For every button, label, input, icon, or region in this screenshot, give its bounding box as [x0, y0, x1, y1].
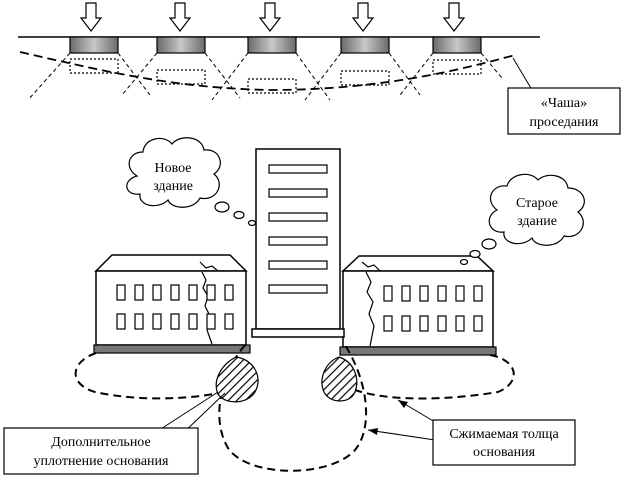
extra-compaction-label-line2: уплотнение основания: [34, 454, 169, 469]
settled-footing-outlines: [69, 58, 482, 94]
new-building-bubble-dot-1: [214, 201, 230, 213]
compressible-layer-arrowhead-1: [398, 400, 408, 408]
new-building-cloud: [126, 137, 221, 208]
old-building-left-roof: [94, 254, 248, 272]
extra-compaction-zone-left: [215, 356, 259, 403]
old-building-left-foundation: [93, 344, 251, 354]
soil-zones: [74, 344, 515, 472]
settled-footing-2: [156, 69, 206, 85]
old-building-bubble: [459, 173, 585, 266]
compressible-layer-arrowhead-2: [368, 428, 378, 435]
new-building-label-line1: Новое: [154, 161, 191, 176]
settled-footing-3: [247, 78, 297, 94]
compressible-layer-label-line1: Сжимаемая толща: [449, 427, 559, 442]
settlement-bowl-label-line1: «Чаша»: [541, 96, 587, 111]
extra-compaction-zones: [215, 356, 358, 403]
new-building-bubble-dot-3: [247, 219, 257, 227]
old-building-left-roof-crack: [199, 261, 219, 272]
old-building-bubble-dot-3: [459, 258, 469, 266]
load-arrow-3: [258, 2, 282, 32]
old-building-bubble-dot-1: [481, 238, 497, 250]
old-building-left-wall: [95, 270, 247, 346]
compressible-layer-label-line2: основания: [473, 445, 536, 460]
old-building-cloud: [488, 173, 585, 246]
load-arrow-5: [442, 2, 466, 32]
old-building-right-roof-crack: [361, 261, 381, 272]
settlement-bowl-callout: [507, 87, 621, 135]
extra-compaction-label-line1: Дополнительное: [51, 435, 150, 450]
old-building-right-roof: [341, 255, 495, 272]
new-building-compressible-zone: [218, 344, 368, 472]
settled-footing-1: [69, 58, 119, 74]
new-building: [251, 148, 345, 338]
settlement-bowl-label-line2: проседания: [529, 115, 599, 130]
footing-2: [156, 36, 206, 54]
load-arrows: [79, 2, 466, 32]
old-building-label-line2: здание: [517, 214, 557, 229]
new-building-windows: [268, 164, 328, 294]
load-arrow-2: [168, 2, 192, 32]
new-building-bubble-dot-2: [233, 210, 245, 220]
top-settlement-scheme: «Чаша» проседания: [18, 2, 621, 135]
old-building-right-foundation: [339, 346, 497, 356]
old-building-label-line1: Старое: [516, 196, 558, 211]
old-building-left-compressible-zone: [74, 352, 241, 400]
compressible-layer-pointer-2: [367, 429, 436, 441]
new-building-label-line2: здание: [153, 179, 193, 194]
old-building-right: [339, 255, 497, 356]
old-building-right-crack: [365, 271, 375, 347]
old-building-bubble-dot-2: [469, 249, 481, 259]
old-building-left: [93, 254, 251, 354]
footing-5: [432, 36, 482, 54]
load-arrow-4: [351, 2, 375, 32]
footing-4: [340, 36, 390, 54]
new-building-foundation: [251, 328, 345, 338]
old-building-right-windows: [383, 285, 483, 332]
extra-compaction-zone-right: [321, 356, 358, 402]
old-building-right-compressible-zone: [354, 354, 515, 400]
settled-footing-4: [340, 70, 390, 86]
old-building-left-windows: [116, 284, 234, 330]
new-building-bubble: [126, 137, 257, 227]
footings: [69, 36, 482, 54]
compressible-layer-callout: [432, 419, 576, 466]
footing-1: [69, 36, 119, 54]
old-building-right-wall: [342, 270, 494, 348]
load-arrow-1: [79, 2, 103, 32]
settled-footing-5: [432, 59, 482, 75]
extra-compaction-callout: [3, 427, 199, 475]
settlement-bowl-curve: [19, 51, 516, 91]
footing-3: [247, 36, 297, 54]
